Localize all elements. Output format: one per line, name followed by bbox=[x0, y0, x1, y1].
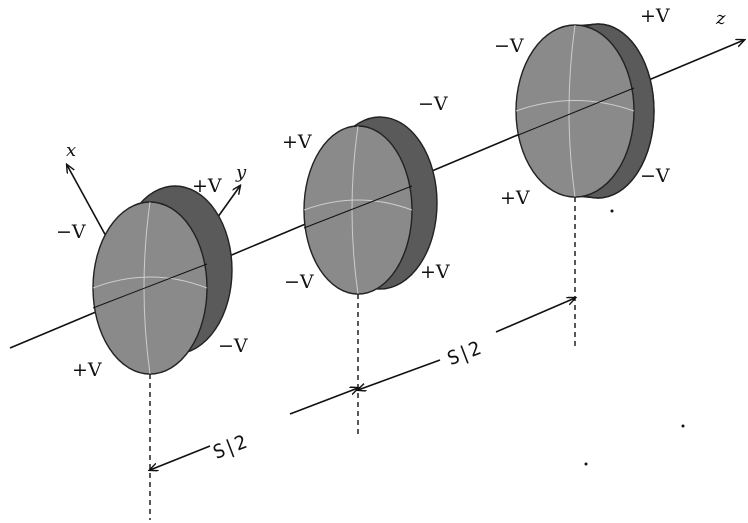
spacing-arrow-2b bbox=[495, 298, 575, 333]
stray-dot bbox=[681, 424, 685, 428]
lens1-label-bottom-left: +V bbox=[72, 359, 102, 381]
stray-dot bbox=[610, 209, 614, 213]
lens2-label-bottom-right: +V bbox=[420, 261, 450, 283]
quadrupole-lens-1 bbox=[92, 185, 233, 375]
spacing-label-2: S|2 bbox=[444, 337, 484, 370]
lens1-label-top-right: +V bbox=[192, 175, 222, 197]
spacing-label-1: S|2 bbox=[210, 431, 250, 464]
z-axis-label: z bbox=[715, 8, 726, 29]
lens2-label-top-right: −V bbox=[418, 93, 448, 115]
quadrupole-lens-2 bbox=[303, 116, 438, 295]
lens1-label-left: −V bbox=[56, 221, 86, 243]
lens3-label-top-right: +V bbox=[640, 5, 670, 27]
spacing-arrow-1 bbox=[150, 445, 211, 470]
lens3-label-bottom-right: −V bbox=[640, 165, 670, 187]
lens3-label-bottom-left: +V bbox=[500, 187, 530, 209]
lens3-label-top-left: −V bbox=[494, 35, 524, 57]
x-axis-label: x bbox=[66, 140, 76, 161]
x-axis-line bbox=[67, 165, 108, 239]
y-axis-label: y bbox=[235, 162, 247, 183]
quadrupole-lens-3 bbox=[515, 23, 655, 199]
lens2-label-bottom-left: −V bbox=[284, 271, 314, 293]
lens2-label-top-left: +V bbox=[282, 131, 312, 153]
spacing-arrow-2 bbox=[358, 359, 441, 390]
lens1-label-bottom-right: −V bbox=[218, 335, 248, 357]
stray-dot bbox=[584, 462, 588, 466]
spacing-arrow-1b bbox=[289, 388, 358, 415]
